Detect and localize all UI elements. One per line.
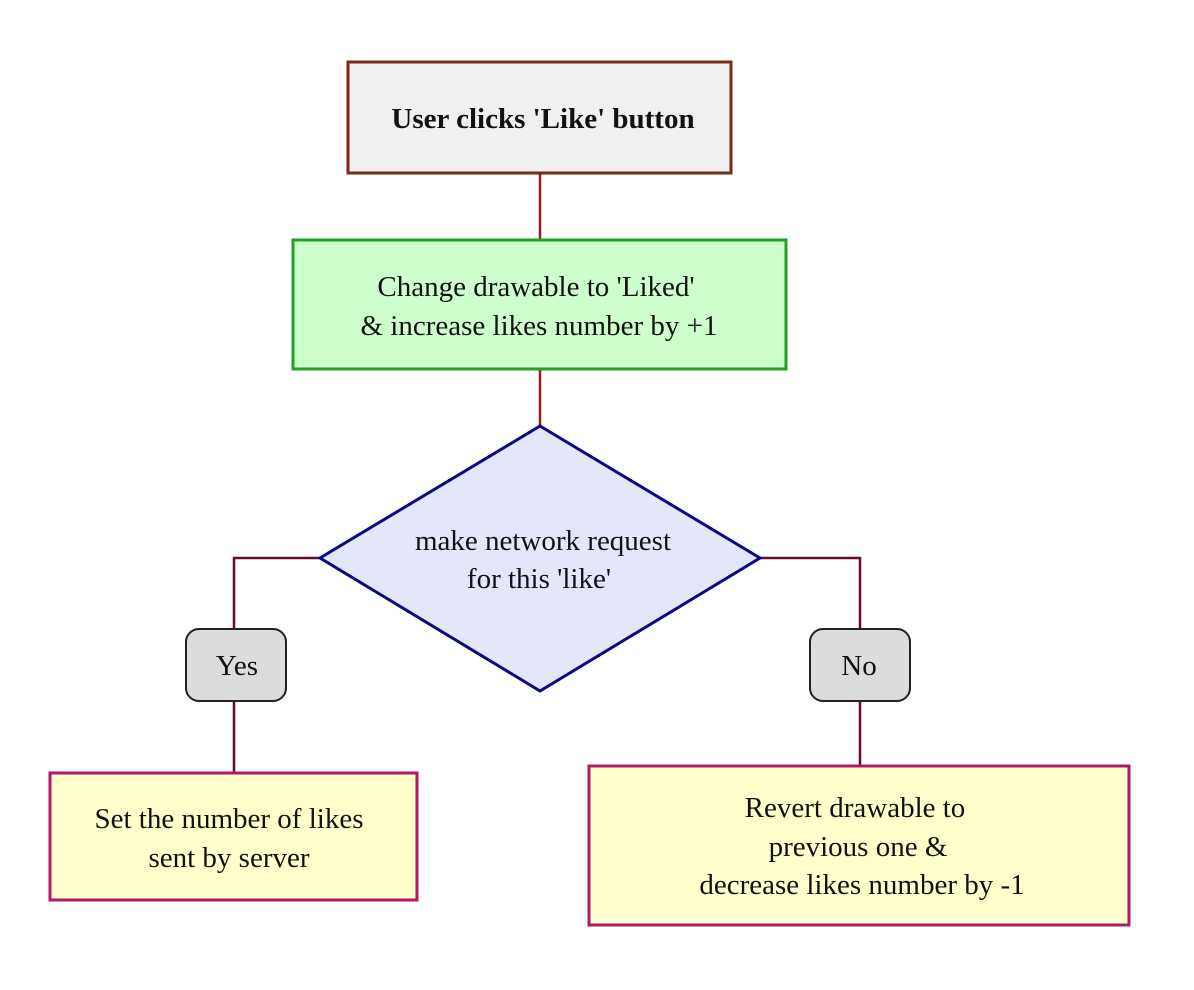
start-box [346,60,733,175]
decision-line-2: for this 'like' [467,563,611,595]
connector-decision-to-no [760,556,862,629]
failure-line-1: Revert drawable to [745,792,966,824]
success-line-2: sent by server [148,842,309,874]
decision-diamond [317,424,763,693]
update-node: Change drawable to 'Liked' & increase li… [291,238,788,371]
update-line-2: & increase likes number by +1 [360,310,717,342]
no-node: No [809,628,911,702]
connector-decision-to-yes [232,556,320,629]
decision-line-1: make network request [415,525,671,557]
no-label: No [841,650,876,682]
start-label: User clicks 'Like' button [391,103,694,135]
failure-box [587,764,1131,927]
decision-node: make network request for this 'like' [317,424,763,693]
start-node: User clicks 'Like' button [346,60,733,175]
failure-line-3: decrease likes number by -1 [699,869,1024,901]
no-box [809,628,911,702]
success-box [48,771,419,902]
yes-label: Yes [216,650,258,682]
yes-box [185,628,287,702]
connectors [232,173,862,773]
failure-line-2: previous one & [769,831,948,863]
update-box [291,238,788,371]
success-line-1: Set the number of likes [94,803,363,835]
failure-node: Revert drawable to previous one & decrea… [587,764,1131,927]
success-node: Set the number of likes sent by server [48,771,419,902]
update-line-1: Change drawable to 'Liked' [377,271,694,303]
yes-node: Yes [185,628,287,702]
